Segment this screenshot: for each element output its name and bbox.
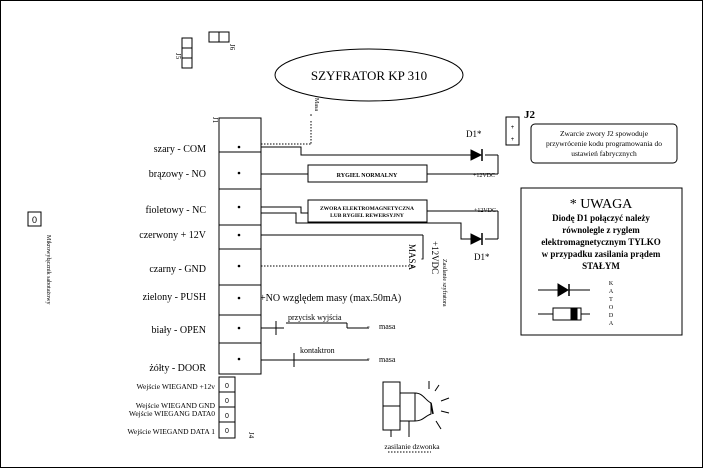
terminal-com: szary - COM [154,144,206,155]
terminal-block-j1 [218,117,262,375]
bell-icon [382,381,450,437]
svg-text:A: A [609,289,614,295]
push-note: +NO względem masy (max.50mA) [260,293,401,304]
terminal-nc: fioletowy - NC [145,205,206,216]
terminal-block-j4: 0 0 0 0 [218,376,236,439]
j6-label: J6 [228,44,236,51]
terminal-no: brązowy - NO [149,169,206,180]
d1-bottom-label: D1* [474,252,490,262]
supply-caption: Zasilanie szyfratora [441,259,448,307]
svg-text:A: A [609,321,614,327]
j5-label: J5 [174,53,182,60]
svg-text:°: ° [310,113,313,121]
zwora-label-1: ZWORA ELEKTROMAGNETYCZNA [320,206,414,212]
terminal-door: żółty - DOOR [149,363,206,374]
svg-text:+: + [511,137,515,143]
terminal-12v: czerwony + 12V [139,230,207,241]
rygiel-label: RYGIEL NORMALNY [337,173,398,179]
j2-note-line-1: Zwarcie zwory J2 spowoduje [560,129,649,138]
uwaga-box [520,187,683,336]
katoda-label: K A T O D A [609,281,614,327]
plus12vdc-1: +12VDC [473,173,495,179]
contactron-wiring [261,353,369,367]
masa-label-door: masa [379,355,396,364]
d1-top-label: D1* [466,129,482,139]
power-wiring [261,234,424,267]
zwora-label-2: LUB RYGIEL REWERSYJNY [330,213,404,219]
j2-note-line-3: ustawień fabrycznych [571,149,637,158]
uwaga-heading: * UWAGA [570,197,633,212]
wiegand-data0: Wejście WIEGANG DATA0 [129,409,215,418]
j1-label: J1 [211,117,219,124]
diode-symbol [538,283,590,297]
bell-supply-label: zasilanie dzwonka [384,442,440,451]
tamper-switch [27,211,42,227]
svg-text:°: ° [421,257,424,265]
uwaga-line-3: elektromagnetycznym TYLKO [541,237,660,247]
svg-text:0: 0 [225,383,229,390]
title-ellipse [274,48,464,102]
uwaga-line-2: równolegle z ryglem [562,225,640,235]
uwaga-line-4: w przypadku zasilania prądem [542,249,661,259]
tamper-switch-symbol: 0 [32,215,37,225]
uwaga-line-1: Diodę D1 połączyć należy [552,213,650,223]
title: SZYFRATOR KP 310 [311,68,427,83]
relay-wiring [261,146,499,240]
supply-plus-label: +12VDC [430,241,440,274]
j2-note-line-2: przywrócenie kodu programowania do [546,139,662,148]
masa-label-open: masa [379,322,396,331]
svg-text:O: O [609,305,614,311]
svg-text:°: ° [367,357,370,365]
diode-d1-bottom [470,233,483,245]
diode-body [538,307,590,321]
wiegand-data1: Wejście WIEGAND DATA 1 [127,427,215,436]
contactron-label: kontaktron [300,346,335,355]
exit-button-label: przycisk wyjścia [288,313,342,322]
j6-connector: J6 [208,31,236,51]
terminal-open: biały - OPEN [152,325,206,336]
terminal-push: zielony - PUSH [143,292,206,303]
j5-connector: J5 [174,37,193,69]
svg-text:°: ° [367,325,370,333]
svg-text:D: D [609,313,614,319]
wiegand-12v: Wejście WIEGAND +12v [137,382,216,391]
j2-jumper: + + [505,116,520,146]
svg-text:0: 0 [225,428,229,435]
j4-label: J4 [247,432,255,439]
svg-text:°: ° [411,264,414,272]
diode-d1-top [470,149,483,161]
svg-text:+: + [511,125,515,131]
masa-marker: ° Masa [261,98,319,145]
exit-button-wiring [261,321,369,335]
j2-note-box [530,123,678,164]
plus12vdc-2: +12VDC [474,208,496,214]
tamper-switch-label: Mikrowyłącznik sabotażowy [45,235,51,304]
svg-text:T: T [609,297,613,303]
terminal-gnd: czarny - GND [149,264,206,275]
supply-masa-label: MASA [407,244,417,271]
svg-text:0: 0 [225,398,229,405]
svg-text:Masa: Masa [313,98,319,111]
uwaga-line-5: STAŁYM [582,261,620,271]
j2-label: J2 [524,109,536,121]
wiegand-gnd: Wejście WIEGAND GND [136,401,216,410]
svg-text:0: 0 [225,413,229,420]
svg-text:K: K [609,281,614,287]
